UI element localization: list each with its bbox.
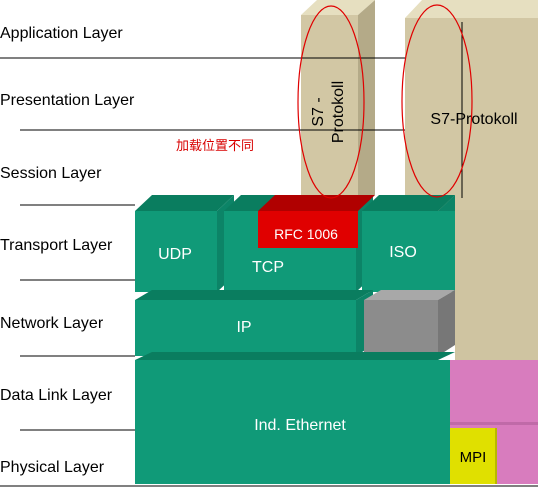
layer-lines [0,57,405,431]
ip-block [135,290,373,356]
highlight-ellipse-left [297,5,365,199]
pink-divider [450,422,538,425]
ip-front [135,300,356,356]
label-network: Network Layer [0,315,104,332]
gray-side [438,290,455,356]
label-transport: Transport Layer [0,237,113,254]
label-physical: Physical Layer [0,459,105,476]
iso-block [362,195,455,292]
highlight-ellipse-right [401,4,473,198]
layer-labels: Application Layer Presentation Layer Ses… [0,25,135,476]
udp-block [135,195,234,292]
gray-block [364,290,455,356]
ethernet-block [135,352,455,484]
rfc1006-block [258,195,375,248]
ip-label: IP [236,319,251,336]
block-labels: UDP TCP ISO IP Ind. Ethernet RFC 1006 [158,226,417,434]
s7-left-front [301,15,358,212]
mpi-block [450,428,496,484]
label-datalink: Data Link Layer [0,387,113,404]
s7-right-label: S7-Protokoll [430,111,517,128]
s7-left-block [301,0,375,212]
ethernet-label: Ind. Ethernet [254,417,346,434]
ethernet-top [135,352,455,360]
udp-label: UDP [158,246,192,263]
ethernet-front [135,360,450,484]
iso-front [362,211,455,292]
s7-left-label-line1: S7 - [310,97,327,126]
label-application: Application Layer [0,25,123,42]
gray-top [364,290,455,300]
ip-top [135,290,373,300]
tcp-label: TCP [252,259,284,276]
rfc1006-front [258,211,358,248]
label-presentation: Presentation Layer [0,92,135,109]
s7-right-lower [455,210,538,360]
iso-label: ISO [389,244,417,261]
annotation-text: 加载位置不同 [176,139,254,154]
gray-front [364,300,438,356]
mpi-label: MPI [460,449,487,466]
rfc1006-top [258,195,375,211]
udp-top [135,195,234,211]
rfc1006-label: RFC 1006 [274,226,338,242]
iso-top [362,195,455,211]
s7-right-top-face [405,0,538,18]
s7-left-label: S7 - Protokoll [310,81,347,143]
s7-left-label-line2: Protokoll [330,81,347,143]
udp-front [135,211,217,292]
label-session: Session Layer [0,165,102,182]
s7-left-side [358,0,375,212]
